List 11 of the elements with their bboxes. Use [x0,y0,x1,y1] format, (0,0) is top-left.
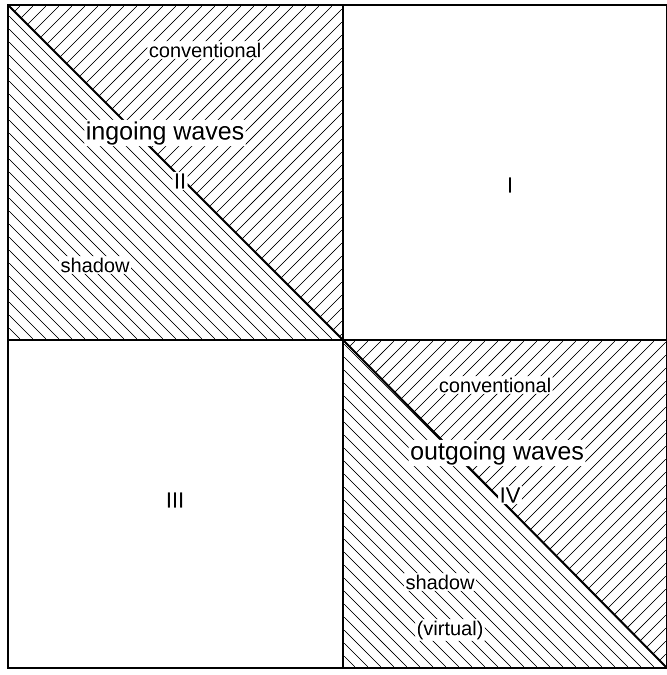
region-label: conventional [147,41,263,59]
quadrant-box: III [7,339,344,669]
region-label: IV [498,486,522,504]
region-label: (virtual) [415,619,485,641]
quadrant-box: I [342,4,667,341]
region-label: shadow [404,573,476,591]
region-label: ingoing waves [84,120,246,146]
region-label: II [172,172,188,190]
region-label: shadow [59,256,131,274]
region-label: outgoing waves [408,440,586,466]
region-label: conventional [437,376,553,394]
